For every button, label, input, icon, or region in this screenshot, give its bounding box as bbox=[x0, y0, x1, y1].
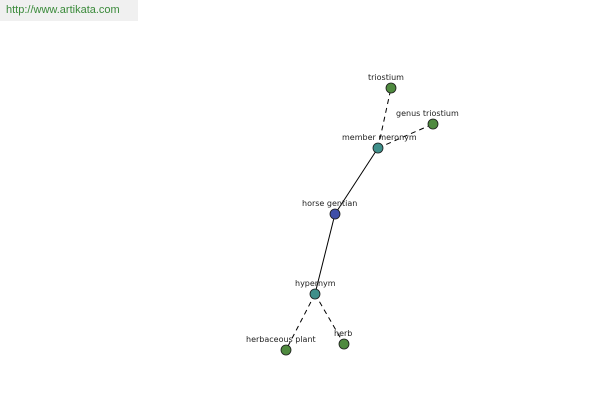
node-horse-gentian[interactable] bbox=[329, 208, 341, 220]
node-label-member-meronym[interactable]: member meronym bbox=[342, 133, 417, 142]
node-genus-triostium[interactable] bbox=[427, 118, 439, 130]
node-triostium[interactable] bbox=[385, 82, 397, 94]
node-label-genus-triostium[interactable]: genus triostium bbox=[396, 109, 459, 118]
node-herbaceous-plant[interactable] bbox=[280, 344, 292, 356]
node-label-herb[interactable]: herb bbox=[334, 329, 352, 338]
node-label-horse-gentian[interactable]: horse gentian bbox=[302, 199, 357, 208]
edge-member-meronym-to-genus-triostium bbox=[377, 123, 434, 149]
edge-hypernym-to-herb bbox=[314, 293, 345, 345]
node-label-hypernym[interactable]: hypernym bbox=[295, 279, 336, 288]
graph-edges bbox=[285, 87, 434, 351]
edge-hypernym-to-herbaceous-plant bbox=[285, 293, 316, 351]
watermark-box: http://www.artikata.com bbox=[0, 0, 138, 21]
edge-member-meronym-to-triostium bbox=[377, 87, 392, 149]
graph-labels: horse gentian member meronym hypernym trios… bbox=[246, 73, 459, 344]
node-label-triostium[interactable]: triostium bbox=[368, 73, 404, 82]
edge-horse-gentian-to-member-meronym bbox=[334, 147, 379, 215]
node-herb[interactable] bbox=[338, 338, 350, 350]
node-hypernym[interactable] bbox=[309, 288, 321, 300]
node-label-herbaceous-plant[interactable]: herbaceous plant bbox=[246, 335, 316, 344]
graph-nodes bbox=[280, 82, 439, 356]
edge-horse-gentian-to-hypernym bbox=[314, 213, 336, 295]
node-member-meronym[interactable] bbox=[372, 142, 384, 154]
watermark-url[interactable]: http://www.artikata.com bbox=[6, 4, 120, 16]
